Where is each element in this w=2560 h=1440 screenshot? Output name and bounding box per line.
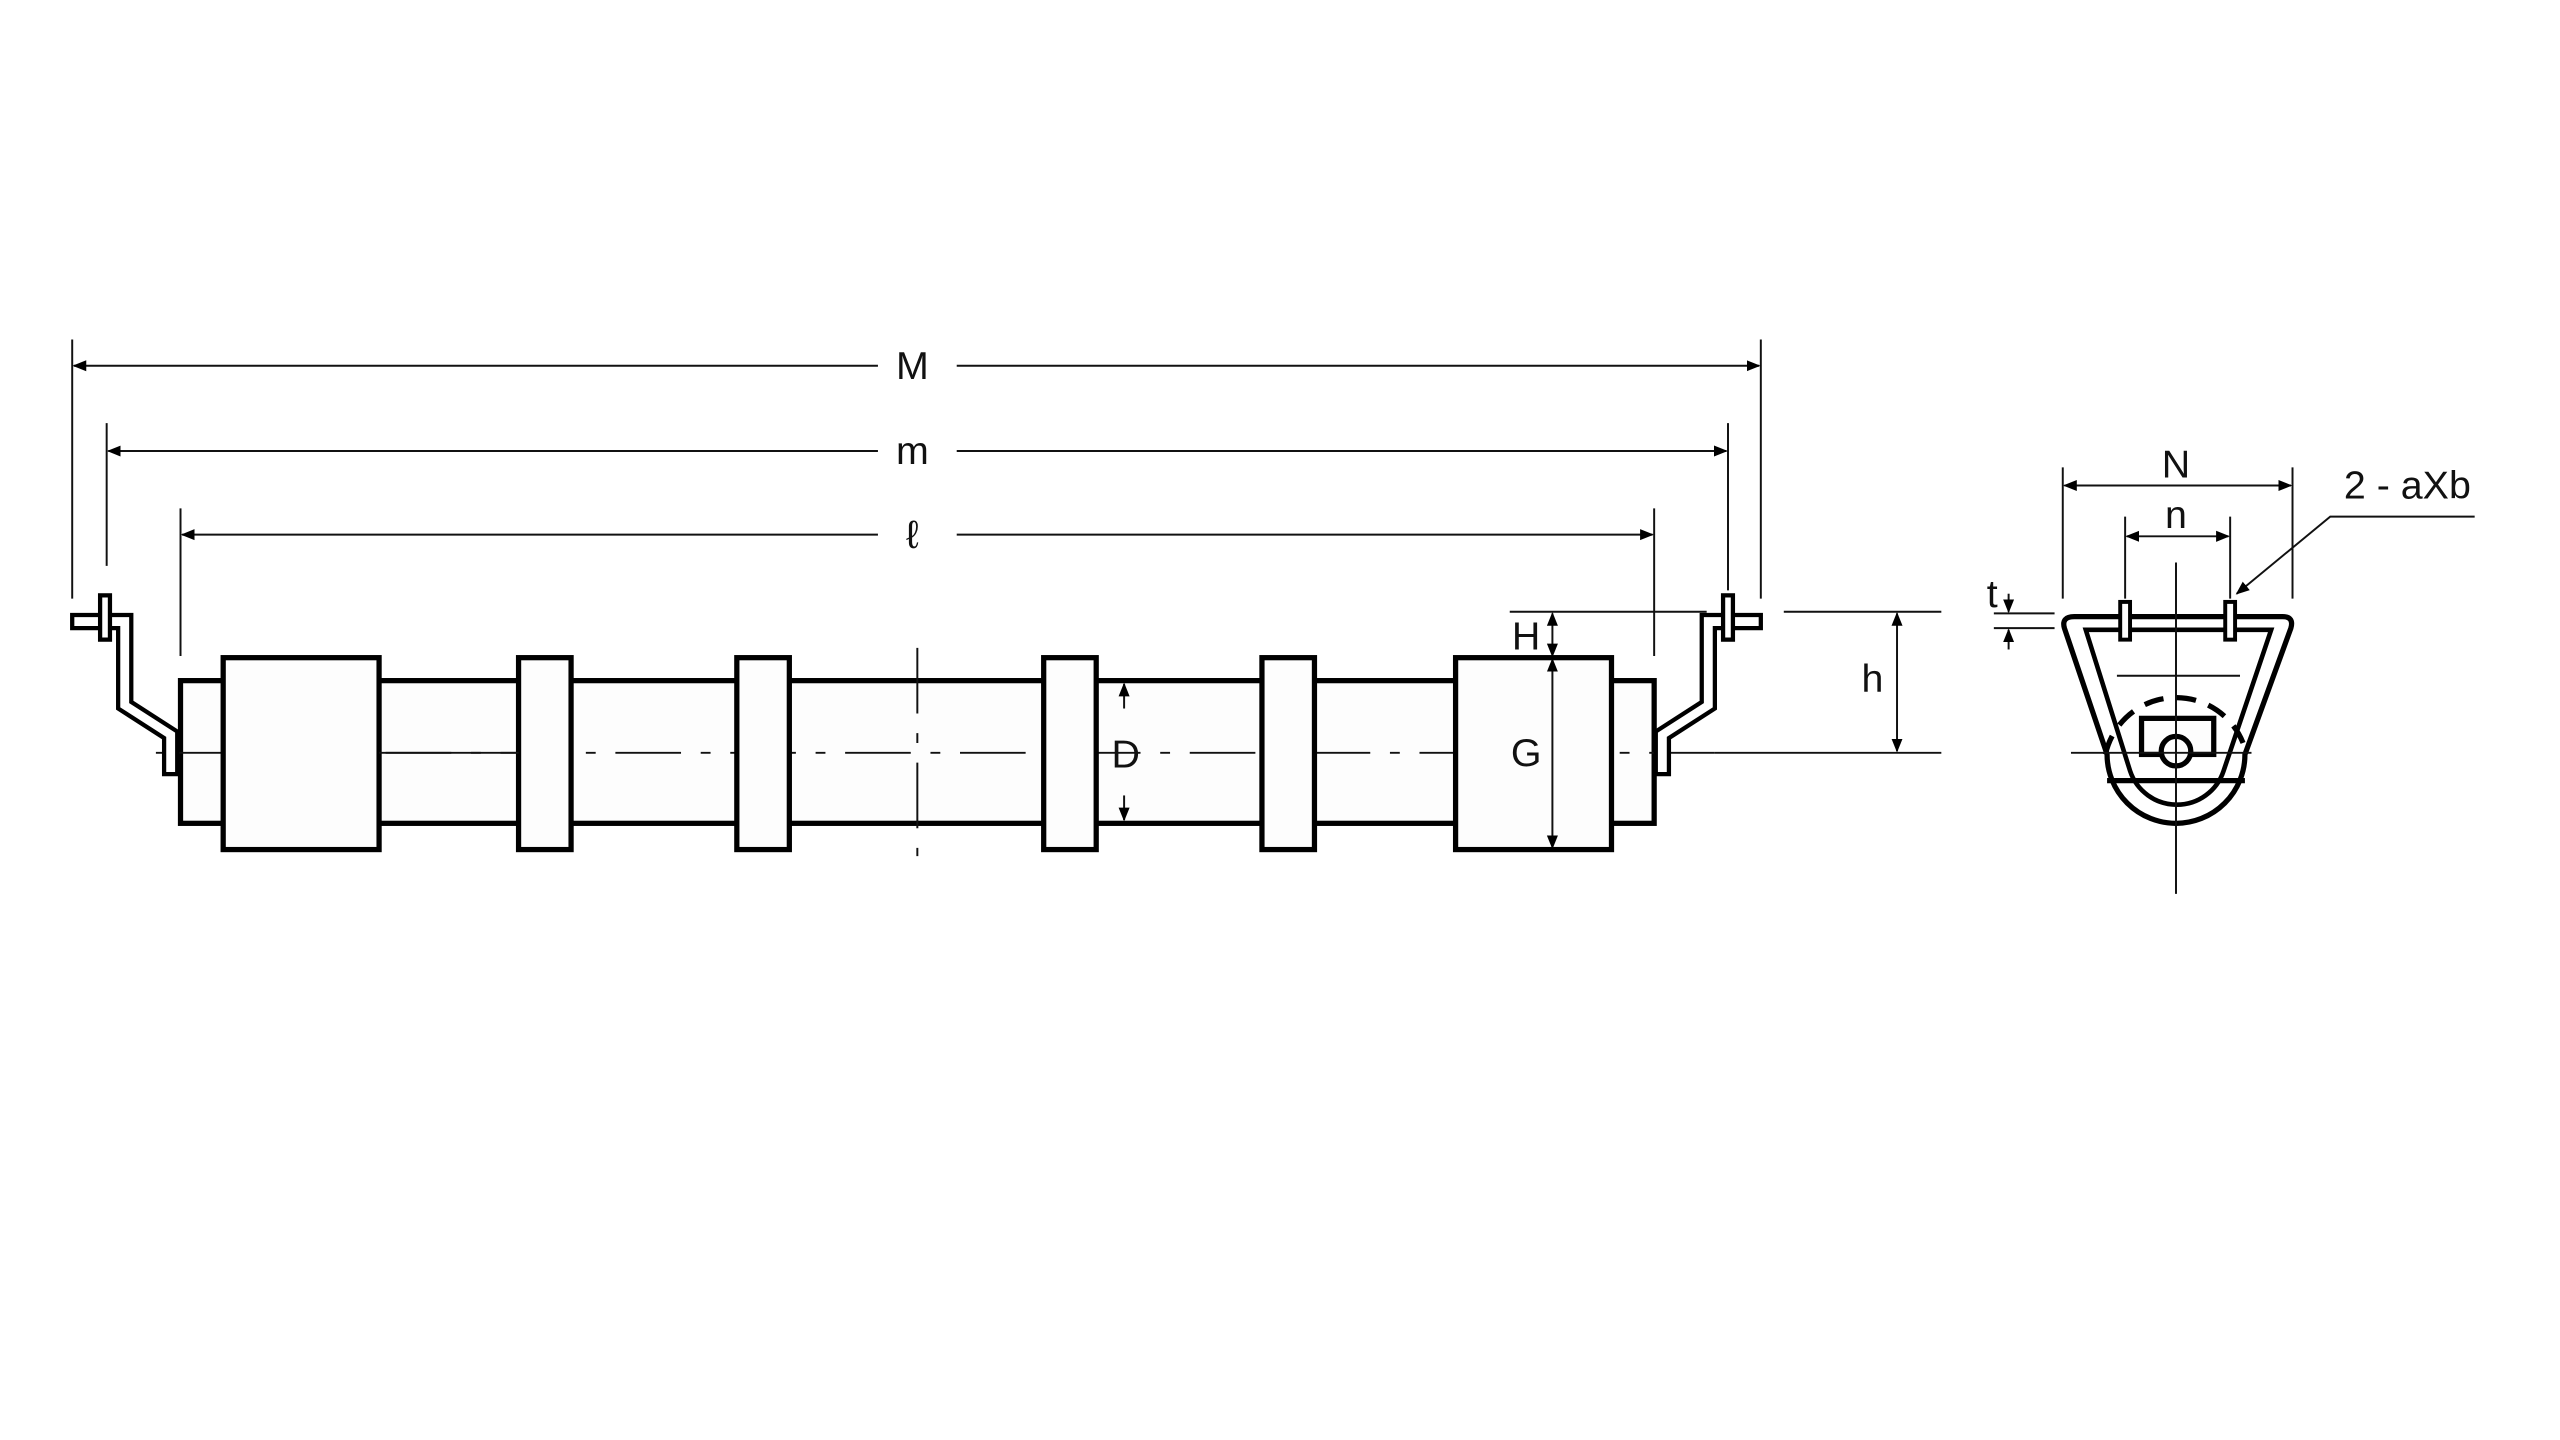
ring (515, 655, 574, 853)
label-G: G (1511, 731, 1542, 775)
dimension-l: ℓ (179, 508, 1656, 657)
label-D: D (1112, 733, 1140, 777)
label-t: t (1987, 572, 1998, 616)
ring (1259, 655, 1318, 853)
label-h: h (1861, 657, 1883, 701)
ring (1041, 655, 1099, 853)
label-M: M (896, 344, 929, 388)
dimension-G: G (1511, 657, 1558, 850)
dimension-m: m (105, 423, 1729, 591)
roller-rings (220, 655, 1615, 853)
label-holes: 2 - aXb (2344, 464, 2471, 508)
end-ring-right (1452, 655, 1615, 853)
dimension-M: M (71, 339, 1762, 599)
bolt-hole (2118, 599, 2133, 642)
dimension-H: H (1509, 610, 1707, 658)
dimension-h: h (1714, 610, 1942, 754)
end-ring-left (220, 655, 382, 853)
ring (734, 655, 792, 853)
label-N: N (2162, 442, 2190, 486)
bracket-right (1653, 593, 1763, 777)
label-l: ℓ (906, 513, 919, 557)
label-H: H (1512, 614, 1540, 658)
side-view: N n 2 - aXb t (1987, 442, 2475, 894)
bolt-hole (2223, 599, 2238, 642)
label-n: n (2165, 493, 2187, 537)
bracket-left (70, 593, 180, 777)
dimension-D: D (1112, 682, 1140, 822)
label-m: m (896, 429, 929, 473)
